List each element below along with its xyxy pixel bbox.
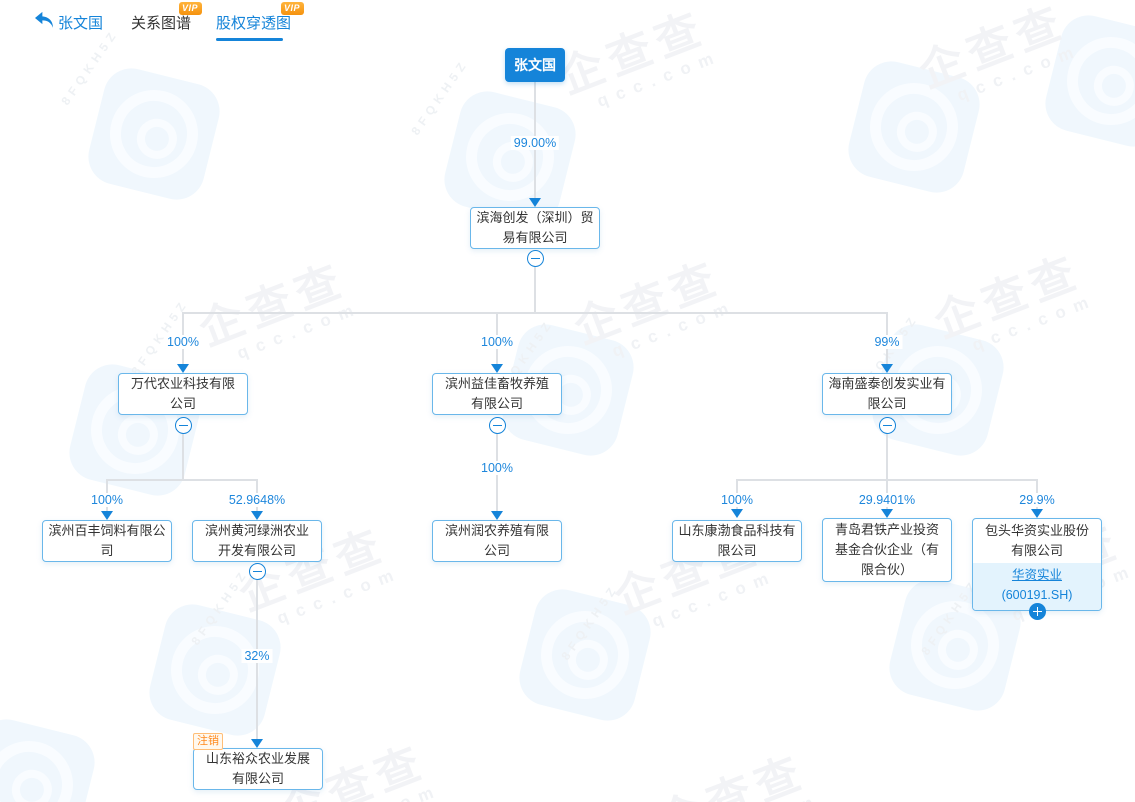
arrow-down-icon: [529, 198, 541, 207]
company-name: 包头华资实业股份 有限公司: [984, 523, 1089, 559]
vip-badge: VIP: [281, 2, 305, 15]
collapse-button-yijia[interactable]: [489, 417, 506, 434]
shareholding-percent: 32%: [241, 649, 273, 663]
company-name: 滨州黄河绿洲农业 开发有限公司: [204, 522, 309, 558]
qcc-watermark-logo: [82, 62, 226, 206]
shareholding-percent: 52.9648%: [225, 493, 289, 507]
back-icon[interactable]: [34, 11, 54, 29]
company-node-binzhou-huanghe[interactable]: 滨州黄河绿洲农业 开发有限公司: [192, 520, 322, 562]
qcc-watermark-logo: [513, 583, 657, 727]
shareholding-percent: 29.9401%: [855, 493, 919, 507]
arrow-down-icon: [491, 364, 503, 373]
company-name: 滨州益佳畜牧养殖 有限公司: [444, 375, 549, 411]
collapse-button-wandai[interactable]: [175, 417, 192, 434]
shareholding-percent: 100%: [718, 493, 756, 507]
shareholding-percent: 99.00%: [510, 136, 560, 150]
arrow-down-icon: [731, 509, 743, 518]
shareholding-percent: 29.9%: [1016, 493, 1058, 507]
company-name: 青岛君铁产业投资 基金合伙企业（有 限合伙）: [834, 521, 939, 578]
stock-info-section: 华资实业 (600191.SH): [973, 563, 1101, 611]
stock-name-link[interactable]: 华资实业: [1011, 568, 1062, 583]
active-tab-underline: [216, 38, 283, 41]
company-name: 山东裕众农业发展 有限公司: [205, 750, 310, 786]
company-name: 滨州润农养殖有限 公司: [444, 522, 549, 558]
arrow-down-icon: [881, 509, 893, 518]
arrow-down-icon: [101, 511, 113, 520]
shareholding-percent: 100%: [88, 493, 126, 507]
tab-equity-penetration[interactable]: 股权穿透图: [216, 15, 292, 32]
company-name: 山东康渤食品科技有 限公司: [678, 522, 796, 558]
shareholding-percent: 100%: [478, 335, 516, 349]
collapse-button-huanghe[interactable]: [249, 563, 266, 580]
connector-line: [182, 433, 184, 481]
company-node-shandong-yuzhong[interactable]: 注销 山东裕众农业发展 有限公司: [193, 733, 323, 790]
connector-line: [534, 266, 536, 314]
shareholding-percent: 100%: [164, 335, 202, 349]
arrow-down-icon: [491, 511, 503, 520]
qcc-watermark-logo: [1039, 9, 1135, 153]
company-node-binzhou-runnong[interactable]: 滨州润农养殖有限 公司: [432, 520, 562, 562]
company-node-qingdao-juntie[interactable]: 青岛君铁产业投资 基金合伙企业（有 限合伙）: [822, 518, 952, 582]
qcc-watermark-logo: [0, 713, 101, 802]
company-node-hainan-shengtai[interactable]: 海南盛泰创发实业有 限公司: [822, 373, 952, 415]
back-entity-label[interactable]: 张文国: [58, 15, 104, 32]
connector-line: [886, 433, 888, 481]
connector-line: [106, 479, 258, 481]
arrow-down-icon: [251, 511, 263, 520]
stock-code: (600191.SH): [1001, 588, 1073, 603]
arrow-down-icon: [1031, 509, 1043, 518]
company-node-binzhou-yijia[interactable]: 滨州益佳畜牧养殖 有限公司: [432, 373, 562, 415]
company-node-wandai-nongye[interactable]: 万代农业科技有限 公司: [118, 373, 248, 415]
arrow-down-icon: [177, 364, 189, 373]
collapse-button-binhai[interactable]: [527, 250, 544, 267]
shareholding-percent: 100%: [478, 461, 516, 475]
tab-relationship-graph[interactable]: 关系图谱: [131, 15, 192, 32]
connector-line: [182, 312, 888, 314]
expand-button-huazi[interactable]: [1029, 603, 1046, 620]
arrow-down-icon: [251, 739, 263, 748]
status-badge-cancelled: 注销: [193, 733, 223, 750]
company-node-shandong-kangbo[interactable]: 山东康渤食品科技有 限公司: [672, 520, 802, 562]
vip-badge: VIP: [179, 2, 203, 15]
person-name: 张文国: [514, 57, 556, 73]
qcc-watermark-logo: [842, 55, 986, 199]
root-person-node[interactable]: 张文国: [505, 48, 565, 82]
company-node-baotou-huazi[interactable]: 包头华资实业股份 有限公司 华资实业 (600191.SH): [972, 518, 1102, 612]
company-name: 海南盛泰创发实业有 限公司: [828, 375, 946, 411]
company-node-binhai-chuangfa[interactable]: 滨海创发（深圳）贸 易有限公司: [470, 207, 600, 249]
company-name: 滨州百丰饲料有限公 司: [48, 522, 166, 558]
company-node-binzhou-baifeng[interactable]: 滨州百丰饲料有限公 司: [42, 520, 172, 562]
qcc-watermark-logo: [143, 598, 287, 742]
company-name: 万代农业科技有限 公司: [130, 375, 235, 411]
company-name: 滨海创发（深圳）贸 易有限公司: [476, 209, 594, 245]
arrow-down-icon: [881, 364, 893, 373]
collapse-button-shengtai[interactable]: [879, 417, 896, 434]
shareholding-percent: 99%: [871, 335, 903, 349]
